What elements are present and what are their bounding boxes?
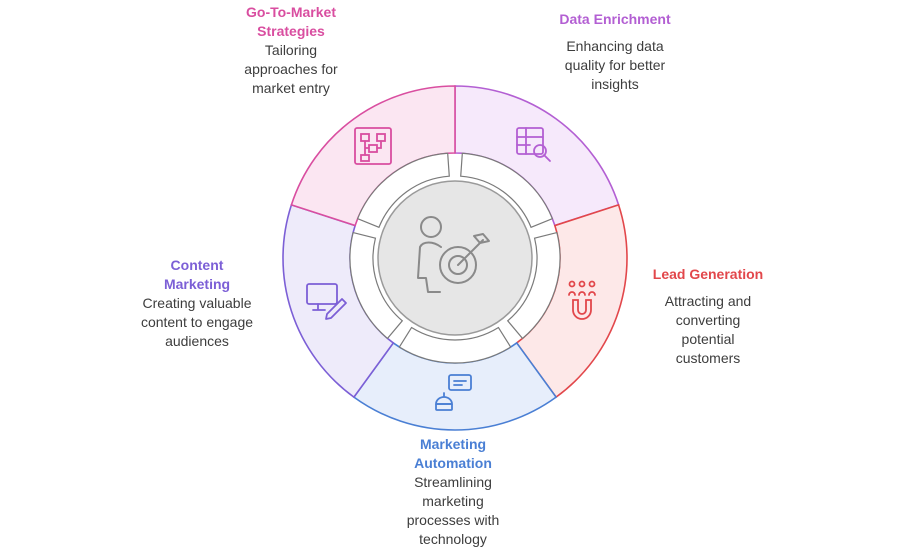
label-lead-generation: Lead Generation Attracting and convertin… bbox=[633, 265, 783, 368]
lead-generation-description: Attracting and converting potential cust… bbox=[664, 293, 752, 366]
inner-ring bbox=[349, 152, 561, 364]
label-go-to-market: Go-To-Market Strategies Tailoring approa… bbox=[206, 3, 376, 98]
flowchart-icon bbox=[354, 127, 392, 165]
inner-ring-segment-lead-generation bbox=[506, 231, 561, 340]
lead-generation-title: Lead Generation bbox=[652, 266, 764, 282]
inner-ring-segment-content-marketing bbox=[349, 231, 404, 340]
label-marketing-automation: Marketing Automation Streamlining market… bbox=[378, 435, 528, 549]
go-to-market-description: Tailoring approaches for market entry bbox=[244, 42, 338, 96]
content-marketing-description: Creating valuable content to engage audi… bbox=[140, 295, 254, 349]
inner-ring-segment-go-to-market bbox=[356, 152, 450, 229]
target-person-icon bbox=[417, 216, 490, 293]
marketing-automation-title: Marketing Automation bbox=[414, 436, 492, 471]
table-search-icon bbox=[516, 127, 551, 162]
inner-ring-segment-data-enrichment bbox=[460, 152, 554, 229]
go-to-market-title: Go-To-Market Strategies bbox=[246, 4, 336, 39]
label-content-marketing: Content Marketing Creating valuable cont… bbox=[122, 256, 272, 351]
inner-ring-segment-marketing-automation bbox=[398, 326, 512, 364]
center-hub bbox=[377, 180, 533, 336]
data-enrichment-title: Data Enrichment bbox=[559, 11, 671, 27]
data-enrichment-description: Enhancing data quality for better insigh… bbox=[564, 38, 666, 92]
label-data-enrichment: Data Enrichment Enhancing data quality f… bbox=[530, 10, 700, 94]
magnet-people-icon bbox=[568, 280, 596, 320]
content-marketing-title: Content Marketing bbox=[163, 257, 231, 292]
robot-chat-icon bbox=[435, 374, 472, 411]
marketing-automation-description: Streamlining marketing processes with te… bbox=[406, 474, 500, 547]
monitor-pen-icon bbox=[306, 283, 347, 320]
